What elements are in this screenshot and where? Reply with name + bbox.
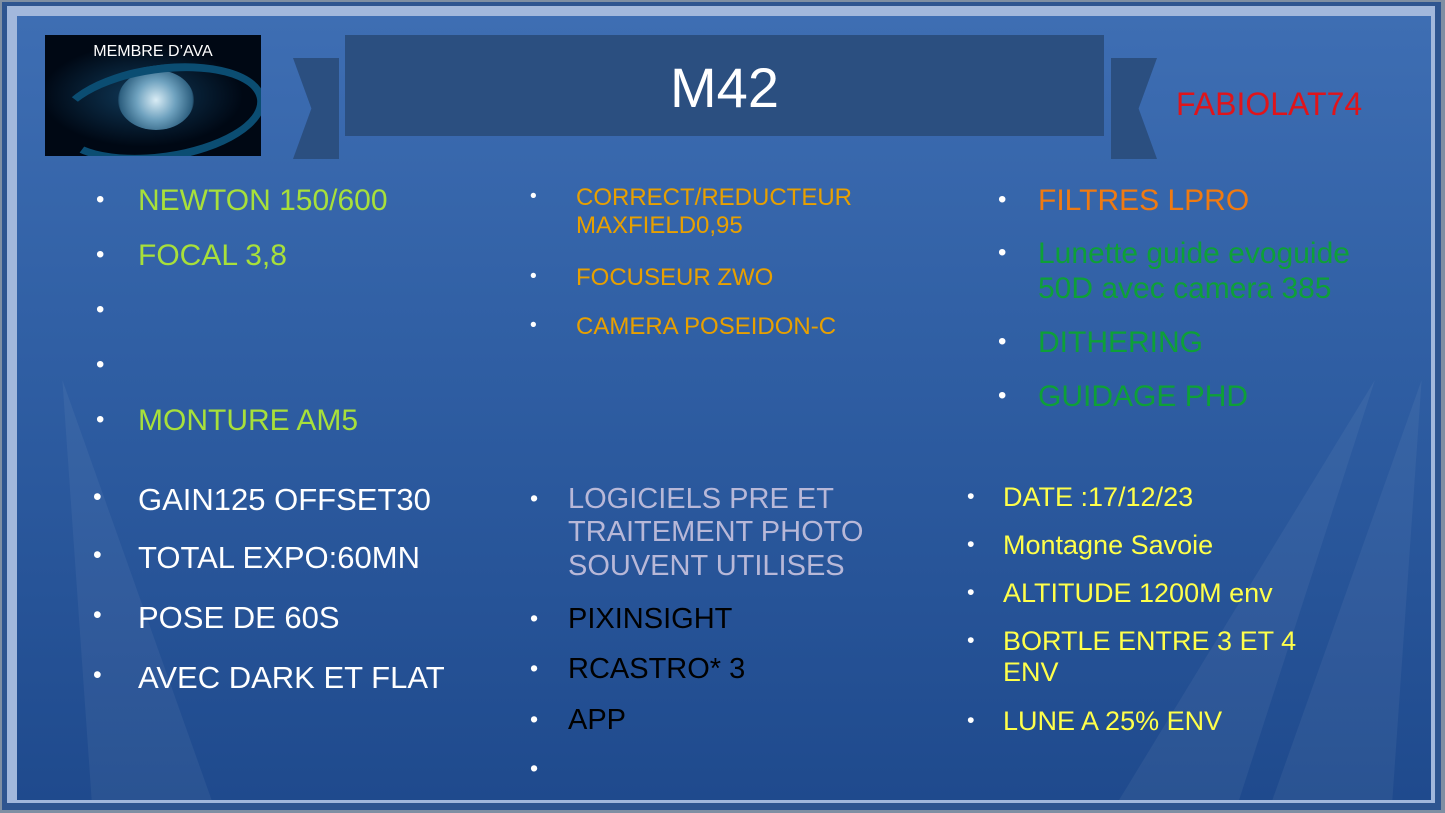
item-text: Lunette guide evoguide 50D avec camera 3… <box>1038 237 1350 305</box>
author-name: FABIOLAT74 <box>1176 86 1363 122</box>
slide-title: M42 <box>670 56 779 119</box>
item-text: APP <box>568 704 627 736</box>
bullet-icon: • <box>93 602 102 629</box>
item-text: GUIDAGE PHD <box>1038 380 1249 413</box>
eye-icon <box>49 50 261 156</box>
acquisition-item: • AVEC DARK ET FLAT <box>93 660 488 696</box>
bullet-icon: • <box>93 542 102 569</box>
item-text: ALTITUDE 1200M env <box>1003 578 1273 608</box>
software-item: • LOGICIELS PRE ET TRAITEMENT PHOTO SOUVE… <box>530 483 898 583</box>
item-text: PIXINSIGHT <box>568 603 733 635</box>
conditions-item: • BORTLE ENTRE 3 ET 4 ENV <box>967 626 1333 688</box>
equipment-right-item: • DITHERING <box>998 326 1398 361</box>
equipment-left-item: • NEWTON 150/600 <box>96 184 478 219</box>
equipment-left-item: • MONTURE AM5 <box>96 404 478 439</box>
bullet-icon: • <box>96 351 105 378</box>
bullet-icon: • <box>998 239 1007 266</box>
bullet-icon: • <box>530 315 537 336</box>
bullet-icon: • <box>530 655 539 681</box>
item-text: AVEC DARK ET FLAT <box>138 660 445 695</box>
galaxy-image <box>118 70 194 130</box>
bullet-icon: • <box>998 382 1007 409</box>
item-text: MONTURE AM5 <box>138 404 359 437</box>
title-banner: M42 <box>345 35 1104 136</box>
item-text: RCASTRO* 3 <box>568 653 746 685</box>
item-text: FILTRES LPRO <box>1038 184 1250 217</box>
bullet-icon: • <box>530 186 537 207</box>
bullet-icon: • <box>530 485 539 511</box>
background-ray <box>17 380 212 800</box>
item-text: CORRECT/REDUCTEUR MAXFIELD0,95 <box>576 184 852 239</box>
bullet-icon: • <box>530 706 539 732</box>
bullet-icon: • <box>96 406 105 433</box>
bullet-icon: • <box>998 328 1007 355</box>
acquisition-item: • TOTAL EXPO:60MN <box>93 540 488 576</box>
software-item: • APP <box>530 704 898 737</box>
logo-text: MEMBRE D’AVA <box>93 43 213 60</box>
equipment-left-item: • FOCAL 3,8 <box>96 239 478 274</box>
conditions-item: • DATE :17/12/23 <box>967 482 1333 513</box>
item-text: GAIN125 OFFSET30 <box>138 482 431 517</box>
bullet-icon: • <box>93 662 102 689</box>
acquisition-item: • GAIN125 OFFSET30 <box>93 482 488 518</box>
bullet-icon: • <box>967 627 975 652</box>
bullet-icon: • <box>530 605 539 631</box>
item-text: CAMERA POSEIDON-C <box>576 313 837 340</box>
conditions-item: • ALTITUDE 1200M env <box>967 578 1333 609</box>
bullet-icon: • <box>96 241 105 268</box>
equipment-middle-item: • CORRECT/REDUCTEUR MAXFIELD0,95 <box>530 184 936 239</box>
item-text: FOCUSEUR ZWO <box>576 264 774 291</box>
bullet-icon: • <box>967 483 975 508</box>
conditions-item: • Montagne Savoie <box>967 530 1333 561</box>
equipment-right-item: • GUIDAGE PHD <box>998 380 1398 415</box>
equipment-right-item: • FILTRES LPRO <box>998 184 1398 219</box>
conditions-item: • LUNE A 25% ENV <box>967 706 1333 737</box>
item-text: DITHERING <box>1038 326 1203 359</box>
software-item: • RCASTRO* 3 <box>530 653 898 686</box>
item-text: Montagne Savoie <box>1003 530 1214 560</box>
item-text: POSE DE 60S <box>138 600 340 635</box>
bullet-icon: • <box>93 484 102 511</box>
bullet-icon: • <box>96 186 105 213</box>
item-text: NEWTON 150/600 <box>138 184 388 217</box>
bullet-icon: • <box>530 755 539 781</box>
bullet-icon: • <box>96 296 105 323</box>
software-item: • PIXINSIGHT <box>530 603 898 636</box>
item-text: LOGICIELS PRE ET TRAITEMENT PHOTO SOUVEN… <box>568 483 864 582</box>
item-text: DATE :17/12/23 <box>1003 482 1194 512</box>
equipment-middle-item: • CAMERA POSEIDON-C <box>530 313 936 341</box>
bullet-icon: • <box>530 266 537 287</box>
bullet-icon: • <box>967 707 975 732</box>
item-text: BORTLE ENTRE 3 ET 4 ENV <box>1003 626 1297 688</box>
bullet-icon: • <box>967 579 975 604</box>
item-text: FOCAL 3,8 <box>138 239 287 272</box>
equipment-middle-item: • FOCUSEUR ZWO <box>530 264 936 292</box>
bullet-icon: • <box>967 531 975 556</box>
acquisition-item: • POSE DE 60S <box>93 600 488 636</box>
bullet-icon: • <box>998 186 1007 213</box>
item-text: TOTAL EXPO:60MN <box>138 540 420 575</box>
item-text: LUNE A 25% ENV <box>1003 706 1223 736</box>
ava-logo: MEMBRE D’AVA <box>45 35 261 156</box>
equipment-right-item: • Lunette guide evoguide 50D avec camera … <box>998 237 1398 306</box>
